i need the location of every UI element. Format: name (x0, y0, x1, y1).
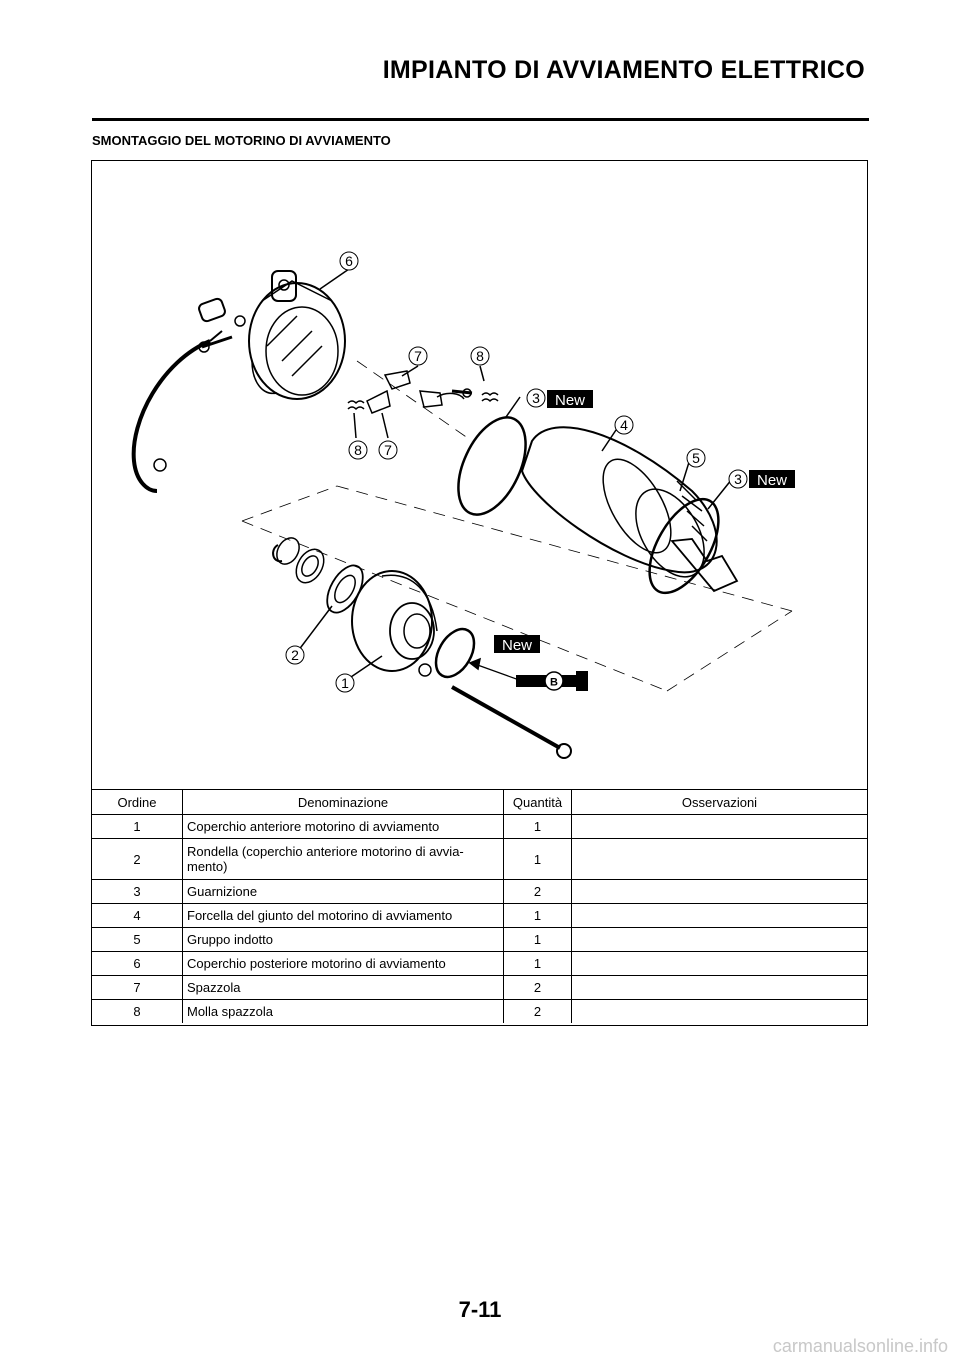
rear-cover (248, 270, 346, 400)
grease-applicator: B (516, 671, 588, 691)
new-tag-right: New (749, 470, 795, 489)
svg-text:New: New (555, 392, 585, 409)
header-rule (92, 118, 869, 121)
svg-text:8: 8 (354, 442, 362, 458)
page-number: 7-11 (458, 1297, 502, 1322)
cable-ring-terminal (234, 315, 246, 327)
callout-8-bottom: 8 (348, 440, 368, 460)
col-header-ordine: Ordine (92, 789, 183, 815)
applicator-label: B (550, 677, 558, 689)
content-frame: B 6 7 8 8 7 3 4 5 3 2 1 New New New Ordi… (91, 160, 868, 1026)
cell-denominazione: Molla spazzola (182, 999, 504, 1023)
cell-ordine: 5 (92, 927, 183, 952)
cell-denominazione: Gruppo indotto (182, 927, 504, 952)
col-header-denominazione: Denominazione (182, 789, 504, 815)
new-tag-front: New (494, 635, 540, 654)
table-row: 5 Gruppo indotto 1 (92, 927, 867, 952)
callout-7-bottom: 7 (378, 440, 398, 460)
cell-osservazioni (571, 951, 867, 976)
callout-7-top: 7 (408, 346, 428, 366)
terminal-bolt (201, 335, 233, 349)
col-header-osservazioni: Osservazioni (571, 789, 867, 815)
cell-denominazione: Spazzola (182, 975, 504, 1000)
table-header-row: Ordine Denominazione Quantità Osservazio… (92, 789, 867, 815)
callout-8-top: 8 (470, 346, 490, 366)
watermark: carmanualsonline.info (772, 1336, 948, 1356)
armature-shaft (670, 538, 739, 593)
cell-ordine: 3 (92, 879, 183, 904)
svg-text:7: 7 (384, 442, 392, 458)
table-row: 4 Forcella del giunto del motorino di av… (92, 903, 867, 928)
callout-3-right: 3 (728, 469, 748, 489)
cell-ordine: 4 (92, 903, 183, 928)
cell-quantita: 2 (503, 975, 572, 1000)
brush-set (347, 370, 499, 414)
starter-yoke (520, 426, 718, 578)
svg-text:3: 3 (532, 390, 540, 406)
cell-quantita: 1 (503, 838, 572, 880)
washer-set (272, 537, 364, 614)
cell-osservazioni (571, 838, 867, 880)
cell-quantita: 1 (503, 951, 572, 976)
gasket-front (434, 627, 476, 679)
cell-denominazione: Coperchio anteriore motorino di avviamen… (182, 814, 504, 839)
cell-denominazione: Rondella (coperchio anteriore motorino d… (182, 838, 504, 880)
svg-text:7: 7 (414, 348, 422, 364)
cable-ring-terminal-2 (153, 458, 167, 472)
parts-table: Ordine Denominazione Quantità Osservazio… (92, 789, 867, 1023)
cell-osservazioni (571, 903, 867, 928)
callout-3-upper: 3 (526, 388, 546, 408)
cell-osservazioni (571, 927, 867, 952)
svg-text:New: New (502, 637, 532, 654)
cell-ordine: 8 (92, 999, 183, 1023)
cell-osservazioni (571, 999, 867, 1023)
cell-osservazioni (571, 879, 867, 904)
table-row: 3 Guarnizione 2 (92, 879, 867, 904)
callout-5: 5 (686, 448, 706, 468)
section-title: SMONTAGGIO DEL MOTORINO DI AVVIAMENTO (92, 133, 391, 148)
table-row: 1 Coperchio anteriore motorino di avviam… (92, 814, 867, 839)
cell-denominazione: Guarnizione (182, 879, 504, 904)
callout-2: 2 (285, 645, 305, 665)
page-header-title: IMPIANTO DI AVVIAMENTO ELETTRICO (382, 56, 865, 84)
cell-osservazioni (571, 814, 867, 839)
table-row: 6 Coperchio posteriore motorino di avvia… (92, 951, 867, 976)
starter-cable (131, 339, 211, 493)
callout-6: 6 (339, 251, 359, 271)
cell-ordine: 6 (92, 951, 183, 976)
cell-ordine: 7 (92, 975, 183, 1000)
new-tag-upper: New (547, 390, 593, 409)
cell-denominazione: Forcella del giunto del motorino di avvi… (182, 903, 504, 928)
cell-denominazione: Coperchio posteriore motorino di avviame… (182, 951, 504, 976)
table-row: 2 Rondella (coperchio anteriore motorino… (92, 838, 867, 880)
cell-quantita: 1 (503, 814, 572, 839)
cell-quantita: 2 (503, 879, 572, 904)
cell-quantita: 1 (503, 903, 572, 928)
svg-text:New: New (757, 472, 787, 489)
cell-ordine: 2 (92, 838, 183, 880)
svg-text:5: 5 (692, 450, 700, 466)
exploded-view-diagram: B 6 7 8 8 7 3 4 5 3 2 1 New New New (131, 251, 795, 759)
cell-quantita: 2 (503, 999, 572, 1023)
col-header-quantita: Quantità (503, 789, 572, 815)
callout-4: 4 (614, 415, 634, 435)
callout-1: 1 (335, 673, 355, 693)
table-row: 8 Molla spazzola 2 (92, 999, 867, 1023)
svg-text:2: 2 (291, 647, 299, 663)
gasket-right (648, 497, 720, 595)
through-bolt (451, 685, 561, 750)
cell-osservazioni (571, 975, 867, 1000)
cell-ordine: 1 (92, 814, 183, 839)
svg-text:4: 4 (620, 417, 628, 433)
svg-text:8: 8 (476, 348, 484, 364)
svg-text:3: 3 (734, 471, 742, 487)
table-row: 7 Spazzola 2 (92, 975, 867, 1000)
front-cover (351, 570, 438, 672)
cable-terminal-cap (198, 297, 226, 323)
gasket-upper (457, 416, 527, 516)
cell-quantita: 1 (503, 927, 572, 952)
svg-text:6: 6 (345, 253, 353, 269)
svg-text:1: 1 (341, 675, 349, 691)
